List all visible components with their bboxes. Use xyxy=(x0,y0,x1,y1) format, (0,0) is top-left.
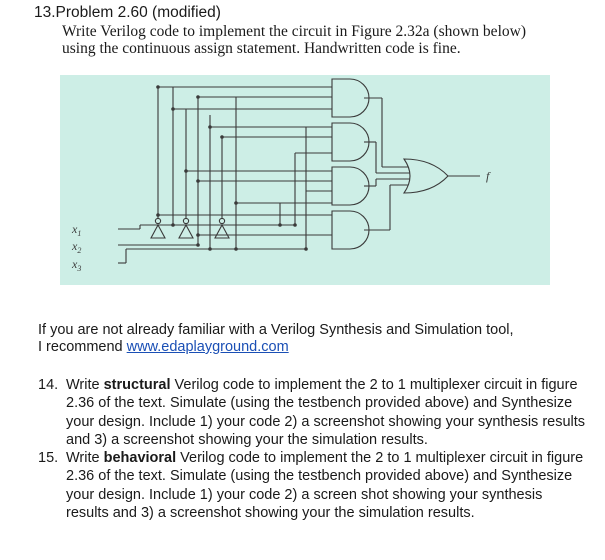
problem-heading: 13.Problem 2.60 (modified) xyxy=(34,4,221,21)
question-14: 14. Write structural Verilog code to imp… xyxy=(38,377,586,448)
not-gate-3 xyxy=(214,223,230,239)
not-gate-1 xyxy=(150,223,166,239)
problem-text-line-1: Write Verilog code to implement the circ… xyxy=(62,23,526,40)
and-gate-4 xyxy=(331,210,370,250)
intro-paragraph: If you are not already familiar with a V… xyxy=(38,322,588,356)
problem-text-line-2: using the continuous assign statement. H… xyxy=(62,40,461,57)
intro-line-1: If you are not already familiar with a V… xyxy=(38,322,514,338)
intro-line-2: I recommend www.edaplayground.com xyxy=(38,339,289,355)
question-15: 15. Write behavioral Verilog code to imp… xyxy=(38,450,584,522)
question-15-number: 15. xyxy=(38,450,59,467)
or-gate xyxy=(402,158,449,194)
question-list: 14. Write structural Verilog code to imp… xyxy=(38,376,586,522)
and-gate-3 xyxy=(331,166,370,206)
not-gate-2 xyxy=(178,223,194,239)
question-15-bold: behavioral xyxy=(103,450,177,467)
label-output-f: f xyxy=(486,169,491,183)
label-x1: x1 xyxy=(71,222,81,238)
question-14-bold: structural xyxy=(103,377,171,393)
edaplayground-link[interactable]: www.edaplayground.com xyxy=(126,339,289,355)
circuit-figure: x1 x2 x3 f xyxy=(60,75,550,285)
junction-dots xyxy=(156,85,308,251)
problem-text: Write Verilog code to implement the circ… xyxy=(62,23,582,57)
and-gate-2 xyxy=(331,122,370,162)
circuit-diagram: x1 x2 x3 f xyxy=(71,78,491,273)
and-gate-1 xyxy=(331,78,370,118)
label-x3: x3 xyxy=(71,257,81,273)
question-14-number: 14. xyxy=(38,377,59,393)
label-x2: x2 xyxy=(71,239,81,255)
